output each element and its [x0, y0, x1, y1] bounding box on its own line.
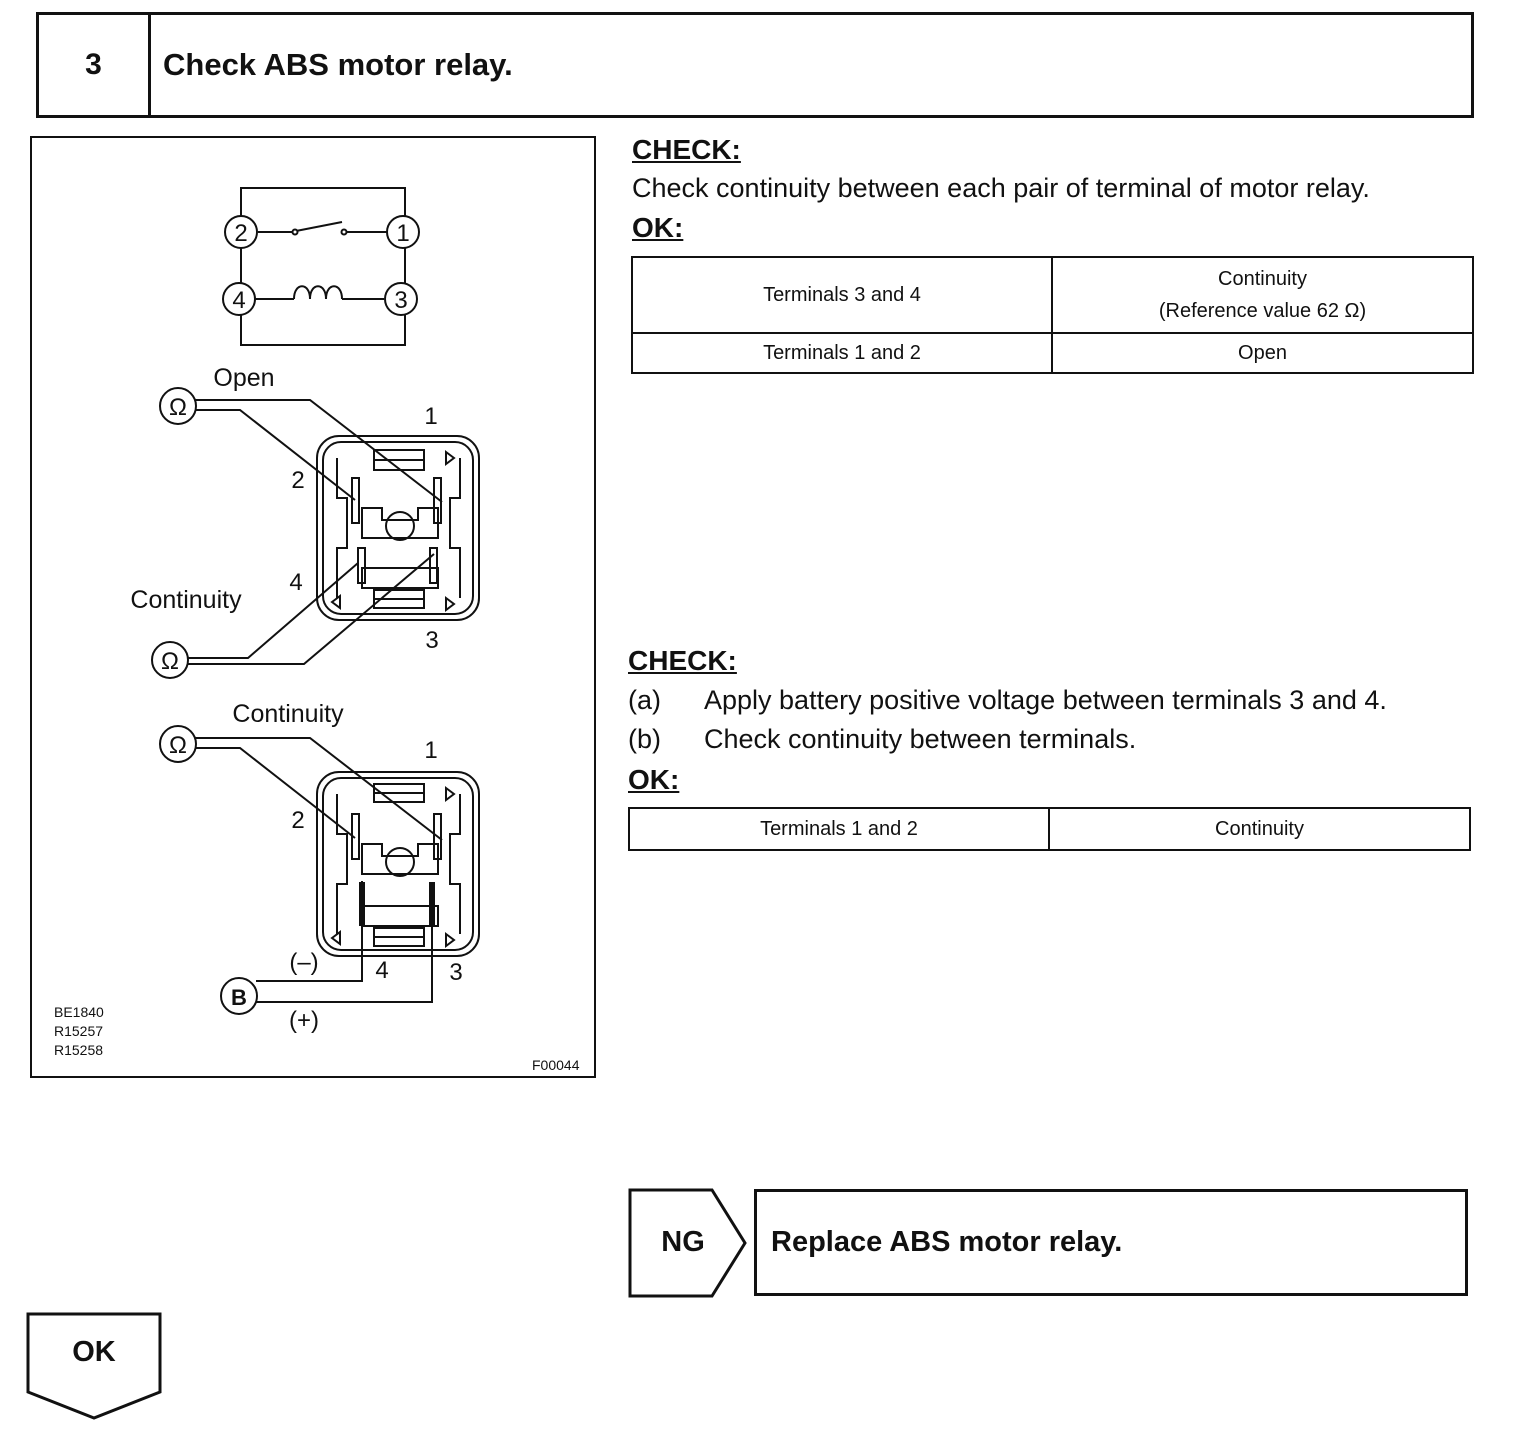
check1-row2-result: Open	[1051, 332, 1474, 374]
plus-label: (+)	[289, 1007, 319, 1034]
relay1-pin-3	[429, 547, 438, 584]
check2-heading: CHECK:	[628, 645, 737, 676]
schematic-terminal-3	[384, 282, 418, 316]
check2-step-a: (a) Apply battery positive voltage betwee…	[628, 685, 1387, 716]
ohmmeter-1-top	[159, 387, 197, 425]
check2-step-b-label: (b)	[628, 724, 661, 754]
schematic-terminal-4	[222, 282, 256, 316]
check1-row1-terminals: Terminals 3 and 4	[631, 256, 1053, 334]
step-title: Check ABS motor relay.	[163, 47, 513, 82]
table-row: Terminals 1 and 2 Open	[631, 332, 1474, 374]
check1-row1-result-line1: Continuity	[1218, 268, 1307, 290]
schematic-label-2: 2	[234, 220, 247, 247]
check2-step-b-text: Check continuity between terminals.	[704, 724, 1137, 754]
schematic-frame	[240, 187, 406, 346]
battery-symbol	[220, 977, 258, 1015]
relay-body-1	[186, 399, 480, 665]
relay2-terminal-1: 1	[424, 737, 437, 764]
check2-step-a-label: (a)	[628, 685, 661, 715]
code-2: R15257	[54, 1023, 103, 1039]
minus-label: (–)	[289, 949, 318, 976]
ng-label: NG	[661, 1225, 705, 1258]
table-row: Terminals 1 and 2 Continuity	[628, 807, 1471, 851]
schematic-terminal-1	[386, 215, 420, 249]
check2-row1-terminals: Terminals 1 and 2	[628, 807, 1050, 851]
battery-label: B	[231, 985, 247, 1010]
relay1-terminal-1: 1	[424, 403, 437, 430]
ohmmeter-2	[159, 725, 197, 763]
relay-diagram-svg: 2 1 4 3	[54, 187, 580, 1073]
relay2-terminal-3: 3	[449, 959, 462, 986]
check2-table: Terminals 1 and 2 Continuity	[628, 807, 1471, 851]
check1-row1-result-line2: (Reference value 62 Ω)	[1158, 300, 1367, 322]
check1-text: Check continuity between each pair of te…	[632, 173, 1370, 203]
check2-row1-result: Continuity	[1048, 807, 1471, 851]
schematic-label-3: 3	[394, 287, 407, 314]
label-continuity-1: Continuity	[130, 586, 242, 614]
relay2-terminal-4: 4	[375, 957, 388, 984]
relay-figure: 2 1 4 3	[30, 136, 596, 1078]
label-open: Open	[213, 364, 274, 392]
relay2-pin-1	[433, 813, 442, 860]
relay-body-2	[195, 737, 480, 1003]
ng-arrow-shape	[628, 1188, 747, 1298]
check1-ok-heading: OK:	[632, 212, 684, 243]
relay1-terminal-3: 3	[425, 627, 438, 654]
step-header: 3 Check ABS motor relay.	[36, 12, 1474, 118]
relay2-terminal-2: 2	[291, 807, 304, 834]
schematic-label-1: 1	[396, 220, 409, 247]
table-row: Terminals 3 and 4 Continuity (Reference …	[631, 256, 1474, 334]
check2-step-b: (b) Check continuity between terminals.	[628, 724, 1136, 755]
ohm-symbol-1a: Ω	[169, 394, 187, 421]
schematic-terminal-2	[224, 215, 258, 249]
step-number: 3	[39, 15, 151, 115]
ohmmeter-1-bottom	[151, 641, 189, 679]
relay1-pin-4	[357, 547, 366, 584]
figure-id: F00044	[532, 1057, 580, 1073]
relay1-terminal-4: 4	[289, 569, 302, 596]
ohm-symbol-1b: Ω	[161, 648, 179, 675]
ok-label: OK	[72, 1335, 116, 1368]
relay1-pin-2	[351, 477, 360, 524]
ok-arrow-shape	[26, 1312, 162, 1420]
ng-action: Replace ABS motor relay.	[754, 1189, 1468, 1296]
check1-row1-result: Continuity (Reference value 62 Ω)	[1051, 256, 1474, 334]
schematic-label-4: 4	[232, 287, 245, 314]
relay1-terminal-2: 2	[291, 467, 304, 494]
relay2-pin-3	[429, 882, 435, 926]
check1-heading: CHECK:	[632, 134, 741, 165]
check1-row2-terminals: Terminals 1 and 2	[631, 332, 1053, 374]
label-continuity-2: Continuity	[232, 700, 344, 728]
ohm-symbol-2: Ω	[169, 732, 187, 759]
code-3: R15258	[54, 1042, 103, 1058]
code-1: BE1840	[54, 1004, 104, 1020]
check2-step-a-text: Apply battery positive voltage between t…	[704, 685, 1387, 715]
relay2-pin-4	[359, 882, 365, 926]
check1-table: Terminals 3 and 4 Continuity (Reference …	[631, 256, 1474, 374]
check2-ok-heading: OK:	[628, 764, 680, 795]
